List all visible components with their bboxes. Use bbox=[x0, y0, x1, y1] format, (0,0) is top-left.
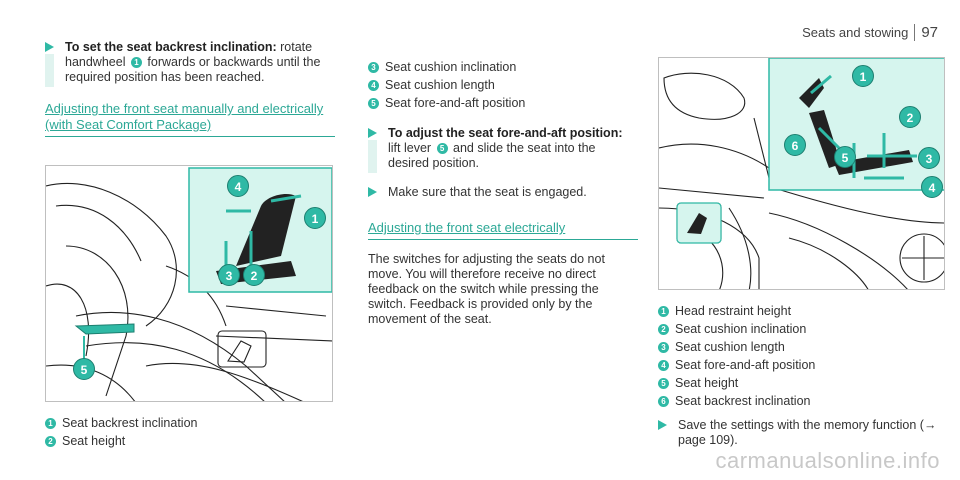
legend-number: 5 bbox=[368, 98, 379, 109]
step-text: rotate handwheel bbox=[65, 40, 313, 69]
legend-label: Seat cushion inclination bbox=[675, 322, 807, 336]
column-2: 3 Seat cushion inclination 4 Seat cushion … bbox=[368, 58, 638, 327]
legend-number: 6 bbox=[658, 396, 669, 407]
legend-list: 1 Seat backrest inclination 2 Seat height bbox=[45, 414, 198, 450]
step-text: and slide the seat into the desired posi… bbox=[388, 141, 596, 170]
step-bold: To adjust the seat fore-and-aft position… bbox=[388, 126, 623, 140]
callout-1: 1 bbox=[852, 65, 874, 87]
step-backrest: To set the seat backrest inclination: ro… bbox=[45, 40, 335, 87]
legend-number: 1 bbox=[658, 306, 669, 317]
callout-3: 3 bbox=[218, 264, 240, 286]
list-item: 3 Seat cushion inclination bbox=[368, 58, 638, 76]
seat-manual-figure: 4 1 3 2 5 bbox=[45, 165, 333, 402]
legend-label: Seat cushion inclination bbox=[385, 60, 517, 74]
step-text: lift lever bbox=[388, 141, 435, 155]
step-text: Save the settings with the memory functi… bbox=[678, 418, 924, 432]
page-arrow-icon: → bbox=[923, 418, 937, 432]
list-item: 2 Seat height bbox=[45, 432, 198, 450]
step-bold: To set the seat backrest inclination: bbox=[65, 40, 277, 54]
page-reference-link[interactable]: page 109). bbox=[678, 433, 738, 447]
list-item: 1 Head restraint height bbox=[658, 302, 948, 320]
page-header: Seats and stowing 97 bbox=[802, 24, 938, 41]
callout-4: 4 bbox=[921, 176, 943, 198]
step-bar bbox=[45, 54, 54, 87]
callout-5: 5 bbox=[73, 358, 95, 380]
list-item: 5 Seat height bbox=[658, 374, 948, 392]
section-title: Seats and stowing bbox=[802, 25, 909, 40]
seat-electric-illustration bbox=[659, 58, 944, 289]
column-1: To set the seat backrest inclination: ro… bbox=[45, 40, 335, 145]
legend-label: Seat fore-and-aft position bbox=[675, 358, 816, 372]
section-heading-manual: Adjusting the front seat manually and el… bbox=[45, 101, 335, 137]
callout-3: 3 bbox=[918, 147, 940, 169]
seat-electric-figure: 1 2 6 5 3 4 bbox=[658, 57, 945, 290]
step-arrow-icon bbox=[658, 420, 667, 430]
heading-line: Adjusting the front seat manually and el… bbox=[45, 101, 324, 116]
ref-number: 5 bbox=[436, 143, 448, 154]
legend-number: 2 bbox=[45, 436, 56, 447]
step-arrow-icon bbox=[368, 128, 377, 138]
step-fore-aft: To adjust the seat fore-and-aft position… bbox=[368, 126, 638, 173]
legend-label: Seat height bbox=[62, 434, 126, 448]
legend-list: 1 Head restraint height 2 Seat cushion inc… bbox=[658, 302, 948, 410]
ref-number: 1 bbox=[130, 57, 142, 68]
list-item: 6 Seat backrest inclination bbox=[658, 392, 948, 410]
watermark: carmanualsonline.info bbox=[715, 448, 940, 473]
list-item: 3 Seat cushion length bbox=[658, 338, 948, 356]
legend-label: Seat cushion length bbox=[385, 78, 495, 92]
heading-line: (with Seat Comfort Package) bbox=[45, 117, 212, 132]
step-arrow-icon bbox=[45, 42, 54, 52]
legend-label: Seat height bbox=[675, 376, 739, 390]
step-arrow-icon bbox=[368, 187, 377, 197]
callout-1: 1 bbox=[304, 207, 326, 229]
legend-label: Seat backrest inclination bbox=[675, 394, 811, 408]
legend-number: 3 bbox=[368, 62, 379, 73]
legend-number: 1 bbox=[45, 418, 56, 429]
callout-2: 2 bbox=[899, 106, 921, 128]
callout-2: 2 bbox=[243, 264, 265, 286]
legend-number: 2 bbox=[658, 324, 669, 335]
legend-number: 5 bbox=[658, 378, 669, 389]
legend-number: 3 bbox=[658, 342, 669, 353]
feedback-paragraph: The switches for adjusting the seats do … bbox=[368, 252, 605, 326]
legend-label: Seat fore-and-aft position bbox=[385, 96, 526, 110]
list-item: 4 Seat fore-and-aft position bbox=[658, 356, 948, 374]
step-save-settings: Save the settings with the memory functi… bbox=[658, 418, 948, 448]
legend-number: 4 bbox=[658, 360, 669, 371]
legend-number: 4 bbox=[368, 80, 379, 91]
list-item: 1 Seat backrest inclination bbox=[45, 414, 198, 432]
callout-4: 4 bbox=[227, 175, 249, 197]
legend-label: Seat cushion length bbox=[675, 340, 785, 354]
list-item: 5 Seat fore-and-aft position bbox=[368, 94, 638, 112]
step-memory: Save the settings with the memory functi… bbox=[658, 418, 948, 454]
list-item: 4 Seat cushion length bbox=[368, 76, 638, 94]
list-item: 2 Seat cushion inclination bbox=[658, 320, 948, 338]
step-text: Make sure that the seat is engaged. bbox=[388, 185, 587, 199]
step-engaged: Make sure that the seat is engaged. bbox=[368, 185, 638, 200]
section-heading-electric: Adjusting the front seat electrically bbox=[368, 220, 638, 240]
legend-label: Seat backrest inclination bbox=[62, 416, 198, 430]
page-number: 97 bbox=[914, 24, 938, 41]
legend-label: Head restraint height bbox=[675, 304, 792, 318]
heading-line: Adjusting the front seat electrically bbox=[368, 220, 566, 235]
callout-5: 5 bbox=[834, 146, 856, 168]
step-bar bbox=[368, 140, 377, 173]
callout-6: 6 bbox=[784, 134, 806, 156]
step-text: forwards or backwards until the required… bbox=[65, 55, 321, 84]
